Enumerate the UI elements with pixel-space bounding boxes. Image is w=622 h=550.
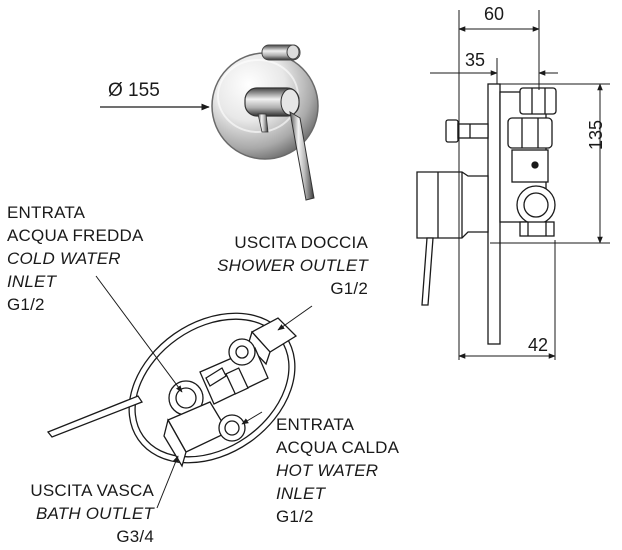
cold-inlet-line1: ENTRATA: [7, 203, 86, 222]
dim-60: 60: [484, 4, 505, 24]
dim-135: 135: [586, 119, 606, 150]
dim-42: 42: [528, 335, 549, 355]
diameter-label: Ø 155: [108, 80, 160, 101]
hot-inlet-port: [218, 414, 246, 442]
bath-outlet-size: G3/4: [116, 527, 154, 546]
shower-outlet-size: G1/2: [330, 279, 368, 298]
bath-outlet-label: USCITA VASCA BATH OUTLET G3/4: [6, 479, 154, 548]
cold-inlet-line2: ACQUA FREDDA: [7, 226, 144, 245]
bath-outlet-line2: BATH OUTLET: [35, 504, 154, 523]
cold-inlet-line3: COLD WATER: [7, 249, 121, 268]
cold-inlet-size: G1/2: [7, 295, 45, 314]
leader-lines: [95, 275, 313, 509]
hot-inlet-line3: HOT WATER: [276, 461, 379, 480]
dim-35: 35: [465, 50, 486, 70]
hot-inlet-line4: INLET: [276, 484, 326, 503]
hot-inlet-line1: ENTRATA: [276, 415, 355, 434]
cold-inlet-line4: INLET: [7, 272, 57, 291]
shower-outlet-line1: USCITA DOCCIA: [234, 233, 368, 252]
dimension-lines: [430, 10, 610, 360]
shower-outlet-line2: SHOWER OUTLET: [217, 256, 368, 275]
hot-inlet-size: G1/2: [276, 507, 314, 526]
side-view: [416, 83, 557, 345]
hot-inlet-label: ENTRATA ACQUA CALDA HOT WATER INLET G1/2: [276, 413, 399, 528]
shower-outlet-label: USCITA DOCCIA SHOWER OUTLET G1/2: [186, 231, 368, 300]
lever-handle: [289, 111, 315, 201]
bath-outlet-line1: USCITA VASCA: [30, 481, 154, 500]
product-photo: [211, 44, 319, 201]
hot-inlet-line2: ACQUA CALDA: [276, 438, 400, 457]
install-view: [46, 312, 298, 468]
cold-inlet-label: ENTRATA ACQUA FREDDA COLD WATER INLET G1…: [7, 201, 144, 316]
